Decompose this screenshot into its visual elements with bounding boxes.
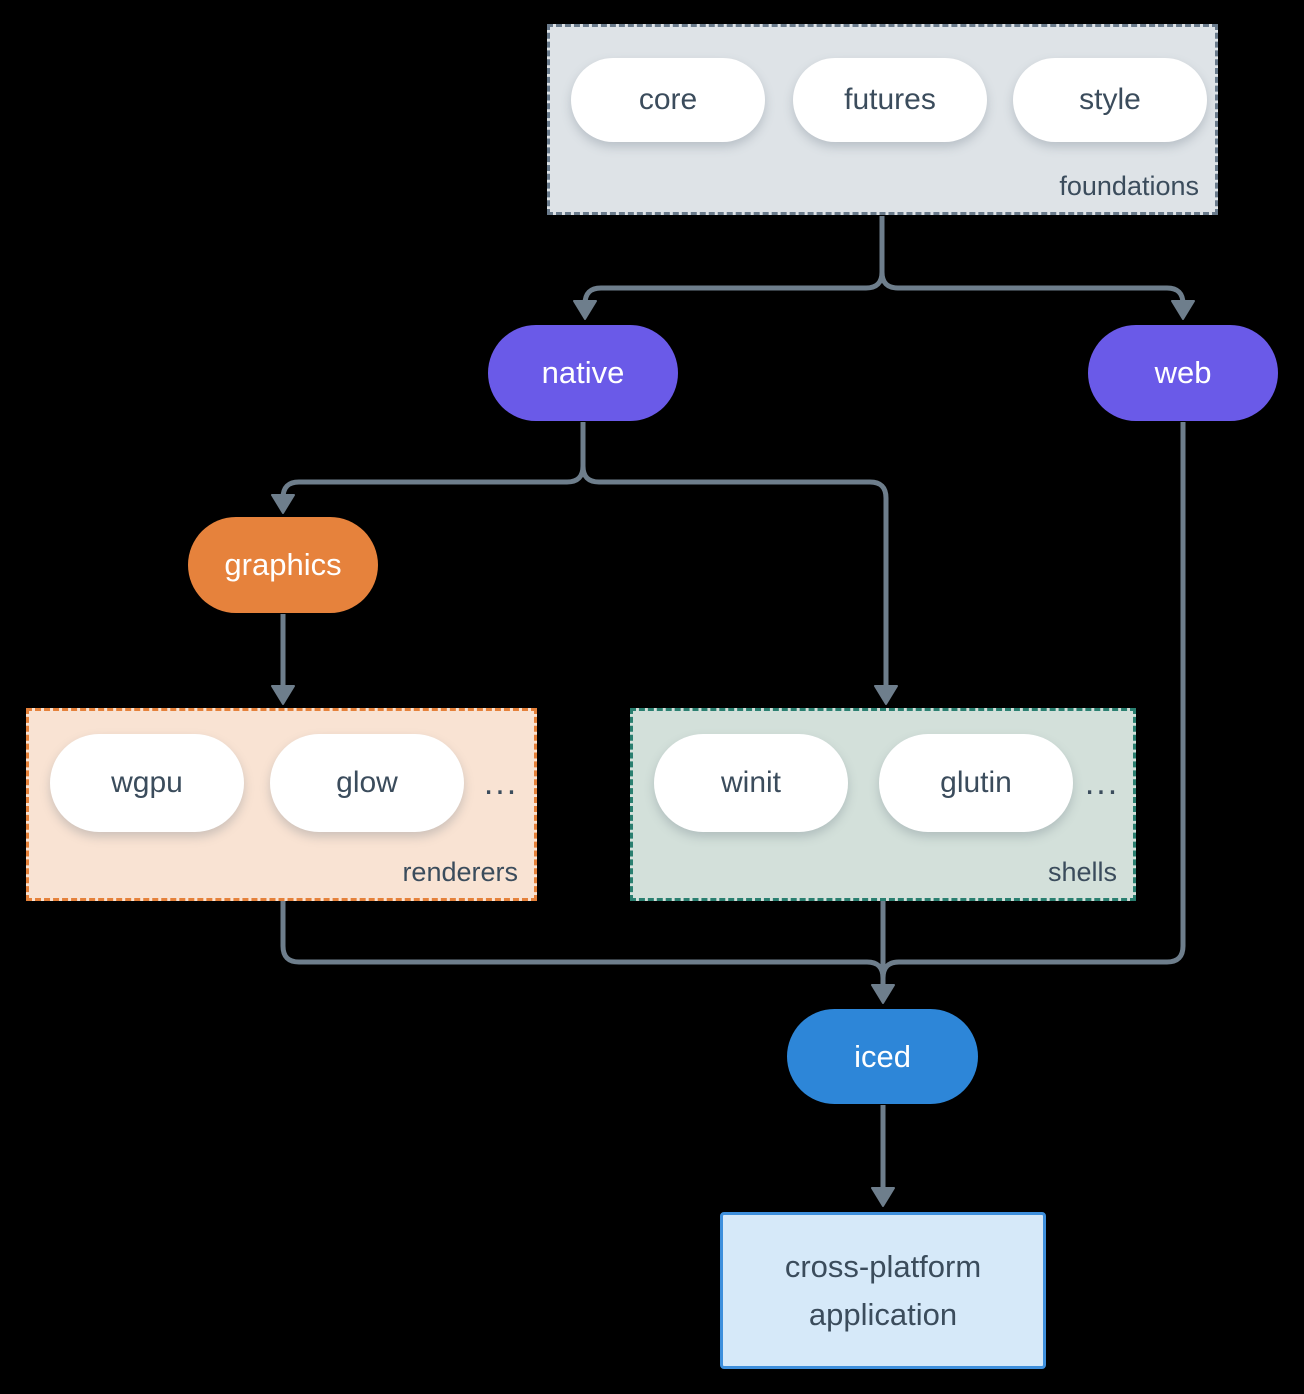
pill-wgpu-label: wgpu xyxy=(111,766,183,799)
arrowhead-shells-to-iced xyxy=(871,984,895,1004)
pill-core: core xyxy=(571,58,765,142)
node-application: cross-platform application xyxy=(720,1212,1046,1369)
pill-winit-label: winit xyxy=(720,766,781,799)
pill-wgpu: wgpu xyxy=(50,734,244,832)
group-foundations-label: foundations xyxy=(1059,171,1199,201)
pill-glow-label: glow xyxy=(336,766,398,799)
arrowhead-native-to-graphics xyxy=(271,494,295,514)
group-renderers: wgpu glow ... renderers xyxy=(26,708,537,901)
node-graphics: graphics xyxy=(188,517,378,613)
pill-style-label: style xyxy=(1079,83,1141,116)
pill-futures: futures xyxy=(793,58,987,142)
pill-core-label: core xyxy=(638,83,698,116)
arrowhead-foundations-to-web xyxy=(1171,300,1195,320)
pill-glutin: glutin xyxy=(879,734,1073,832)
node-web: web xyxy=(1088,325,1278,421)
pill-glutin-label: glutin xyxy=(940,766,1012,799)
pill-glow: glow xyxy=(270,734,464,832)
path-foundations-to-native xyxy=(582,216,885,305)
node-application-line-1: cross-platform xyxy=(784,1248,982,1284)
arrowhead-graphics-to-renderers xyxy=(271,685,295,705)
path-native-to-graphics xyxy=(280,422,586,499)
arrowhead-native-to-shells xyxy=(874,685,898,705)
node-application-line-2: application xyxy=(808,1296,958,1332)
path-native-to-shells xyxy=(580,465,889,688)
path-foundations-to-web xyxy=(879,271,1186,305)
group-shells-label: shells xyxy=(1047,857,1117,887)
shells-ellipsis: ... xyxy=(1084,763,1120,802)
node-native: native xyxy=(488,325,678,421)
group-foundations: core futures style foundations xyxy=(547,24,1218,215)
node-native-label: native xyxy=(541,355,625,390)
pill-style: style xyxy=(1013,58,1207,142)
pill-futures-label: futures xyxy=(844,83,936,116)
node-graphics-label: graphics xyxy=(224,547,342,582)
group-renderers-label: renderers xyxy=(402,857,518,887)
group-shells: winit glutin ... shells xyxy=(630,708,1136,901)
node-iced: iced xyxy=(787,1009,978,1104)
arrowhead-foundations-to-native xyxy=(573,300,597,320)
renderers-ellipsis: ... xyxy=(483,763,519,802)
pill-winit: winit xyxy=(654,734,848,832)
arrowhead-iced-to-application xyxy=(871,1187,895,1207)
node-iced-label: iced xyxy=(854,1038,911,1074)
node-web-label: web xyxy=(1154,355,1212,390)
path-renderers-to-iced xyxy=(280,901,886,979)
